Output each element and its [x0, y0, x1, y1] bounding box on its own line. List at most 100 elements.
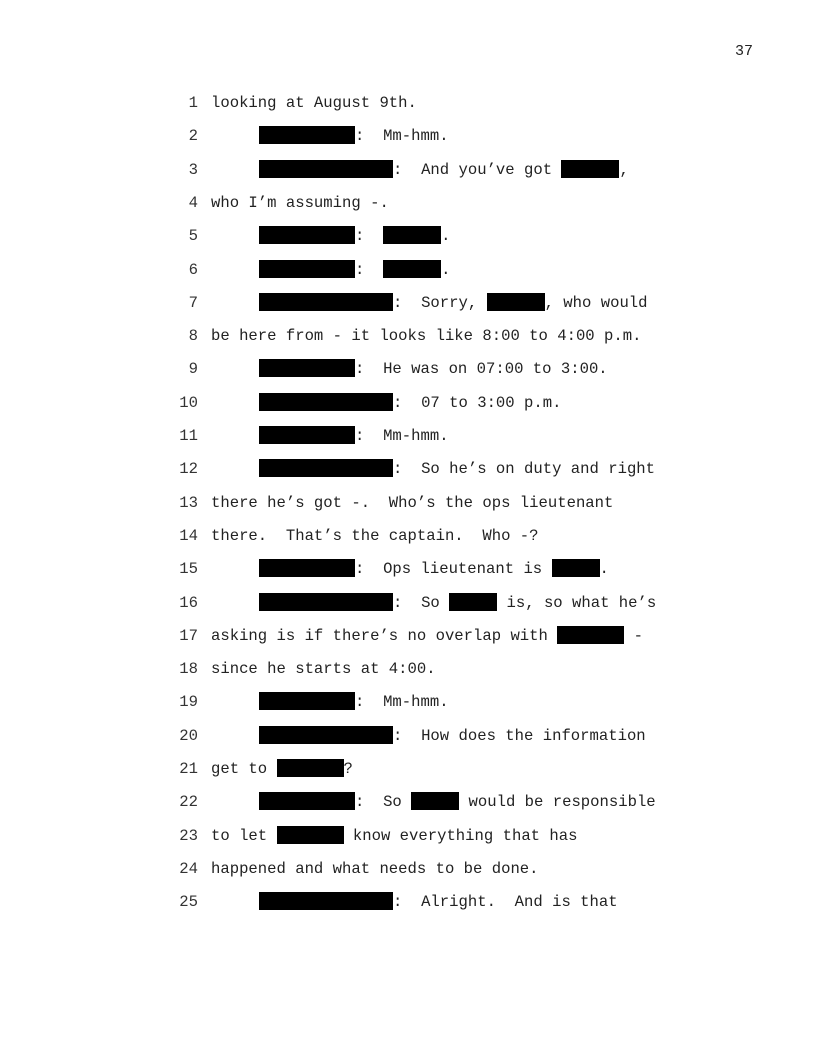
line-text: : Mm-hmm.: [259, 692, 449, 712]
text-segment: : So he’s on duty and right: [393, 460, 656, 479]
line-number: 16: [179, 593, 198, 612]
line-text: : And you’ve got ,: [259, 159, 629, 180]
text-segment: there he’s got -. Who’s the ops lieutena…: [211, 493, 614, 512]
text-segment: to let: [211, 826, 277, 845]
line-number: 19: [179, 693, 198, 712]
redaction-block: [259, 459, 393, 478]
line-text: happened and what needs to be done.: [211, 859, 539, 879]
text-segment: asking is if there’s no overlap with: [211, 626, 558, 645]
line-number: 4: [188, 193, 198, 212]
line-text: : 07 to 3:00 p.m.: [259, 392, 562, 413]
redaction-block: [259, 392, 393, 411]
text-segment: there. That’s the captain. Who -?: [211, 526, 539, 545]
line-number: 3: [188, 160, 198, 179]
text-segment: since he starts at 4:00.: [211, 660, 436, 679]
text-segment: : Mm-hmm.: [355, 427, 449, 445]
line-number: 10: [179, 393, 198, 412]
line-number: 8: [188, 327, 198, 346]
line-number: 1: [188, 94, 198, 112]
text-segment: :: [355, 260, 384, 279]
text-segment: : Sorry,: [393, 293, 487, 312]
redaction-block: [551, 559, 600, 578]
line-text: : So he’s on duty and right: [259, 459, 655, 479]
text-segment: , who would: [544, 293, 648, 312]
redaction-block: [411, 792, 460, 811]
redaction-block: [259, 792, 355, 811]
line-number: 2: [188, 127, 198, 146]
line-text: : Mm-hmm.: [259, 426, 449, 446]
redaction-block: [383, 226, 442, 245]
line-number: 20: [179, 726, 198, 745]
redaction-block: [259, 259, 355, 278]
text-segment: be here from - it looks like 8:00 to 4:0…: [211, 327, 642, 346]
redaction-block: [557, 625, 625, 644]
redaction-block: [276, 759, 344, 777]
redaction-block: [259, 426, 355, 444]
text-segment: : Alright. And is that: [393, 893, 618, 912]
line-number: 6: [188, 260, 198, 279]
page-number: 37: [735, 43, 754, 60]
text-segment: looking at August 9th.: [211, 94, 417, 112]
line-number: 17: [179, 626, 198, 645]
text-segment: : 07 to 3:00 p.m.: [393, 393, 562, 412]
line-number: 18: [179, 660, 198, 679]
line-text: : .: [259, 226, 450, 246]
text-segment: : So: [355, 793, 412, 812]
line-text: : So would be responsible: [259, 792, 656, 812]
text-segment: .: [441, 227, 451, 246]
line-number: 24: [179, 859, 198, 878]
line-text: be here from - it looks like 8:00 to 4:0…: [211, 326, 641, 346]
line-number: 23: [179, 826, 198, 845]
line-number: 13: [179, 493, 198, 512]
line-number: 15: [179, 560, 198, 579]
text-segment: : Mm-hmm.: [355, 693, 449, 712]
line-text: there he’s got -. Who’s the ops lieutena…: [211, 493, 613, 513]
line-text: since he starts at 4:00.: [211, 659, 436, 679]
line-text: looking at August 9th.: [211, 93, 417, 113]
redaction-block: [259, 226, 355, 245]
text-segment: : Ops lieutenant is: [355, 560, 552, 579]
text-segment: ?: [343, 760, 353, 778]
text-segment: :: [355, 227, 384, 246]
text-segment: : How does the information: [393, 726, 646, 745]
line-number: 12: [179, 460, 198, 479]
text-segment: -: [624, 626, 643, 645]
redaction-block: [259, 126, 355, 145]
line-number: 7: [188, 293, 198, 312]
line-text: to let know everything that has: [211, 825, 578, 846]
redaction-block: [259, 592, 393, 611]
redaction-block: [383, 259, 442, 278]
line-number: 11: [179, 427, 198, 445]
line-text: who I’m assuming -.: [211, 193, 389, 213]
line-text: asking is if there’s no overlap with -: [211, 625, 643, 646]
line-number: 21: [179, 760, 198, 778]
line-number: 5: [188, 227, 198, 246]
text-segment: ,: [619, 160, 629, 179]
line-number: 25: [179, 893, 198, 912]
line-text: : So is, so what he’s: [259, 592, 657, 613]
line-text: there. That’s the captain. Who -?: [211, 526, 539, 546]
line-text: get to ?: [211, 759, 353, 779]
text-segment: get to: [211, 760, 277, 778]
line-number: 22: [179, 793, 198, 812]
redaction-block: [259, 159, 393, 178]
line-number: 14: [179, 526, 198, 545]
text-segment: know everything that has: [343, 826, 578, 845]
line-number: 9: [188, 360, 198, 379]
redaction-block: [449, 592, 498, 611]
line-text: : Sorry, , who would: [259, 292, 648, 313]
text-segment: would be responsible: [459, 793, 656, 812]
line-text: : He was on 07:00 to 3:00.: [259, 359, 608, 379]
redaction-block: [276, 825, 344, 844]
redaction-block: [561, 159, 620, 178]
redaction-block: [259, 725, 393, 744]
text-segment: .: [441, 260, 451, 279]
text-segment: : He was on 07:00 to 3:00.: [355, 360, 608, 379]
redaction-block: [259, 892, 393, 911]
text-segment: : Mm-hmm.: [355, 127, 449, 146]
text-segment: is, so what he’s: [497, 593, 657, 612]
redaction-block: [486, 292, 545, 311]
line-text: : How does the information: [259, 725, 646, 746]
redaction-block: [259, 559, 355, 578]
text-segment: .: [599, 560, 609, 579]
